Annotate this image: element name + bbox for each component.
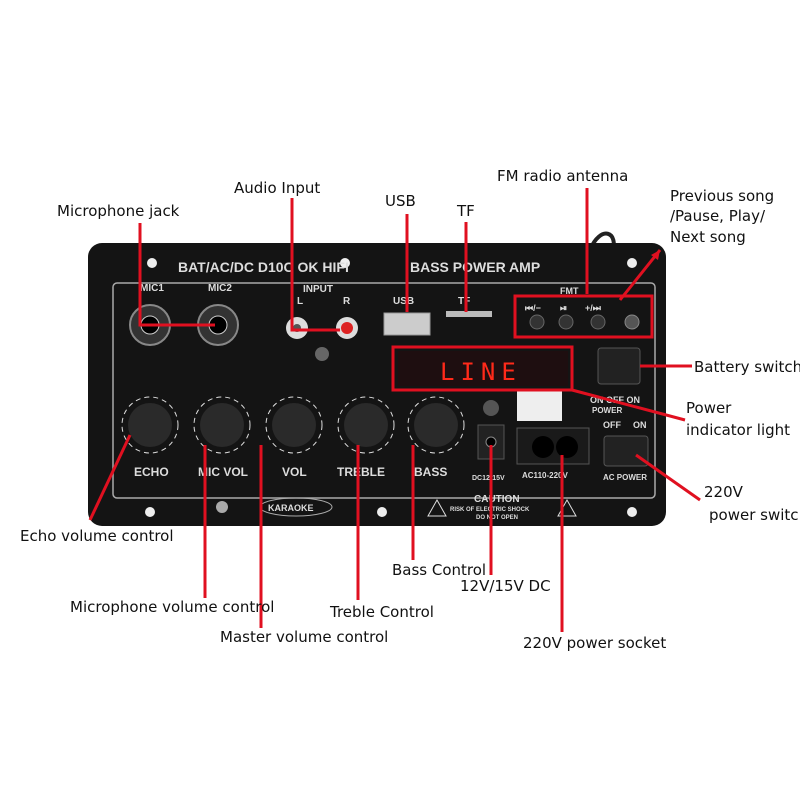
treble-knob-label: TREBLE <box>337 465 385 479</box>
input-label: INPUT <box>303 284 333 295</box>
label-tf: TF <box>456 202 475 220</box>
input-r-label: R <box>343 296 351 307</box>
label-switch-2: power switc <box>709 506 799 524</box>
label-treble: Treble Control <box>329 603 434 621</box>
label-power-1: Power <box>686 399 732 417</box>
screw-icon <box>315 347 329 361</box>
label-socket: 220V power socket <box>523 634 666 652</box>
arrow-head-icon <box>651 250 660 260</box>
usb-port[interactable] <box>383 312 431 336</box>
bass-knob-label: BASS <box>414 465 447 479</box>
prev-button[interactable] <box>529 314 545 330</box>
off-label: OFF <box>603 420 621 430</box>
panel-border <box>112 282 656 499</box>
tf-slot-label: TF <box>458 296 470 307</box>
screw-icon <box>483 400 499 416</box>
next-button-label: +/⏭ <box>585 303 602 313</box>
ac-label: AC110-220V <box>522 471 568 480</box>
fmt-label: FMT <box>560 286 579 296</box>
rca-right-jack[interactable] <box>336 317 358 339</box>
play-button-label: ⏯ <box>560 303 567 313</box>
echo-knob-label: ECHO <box>134 465 169 479</box>
label-audio-input: Audio Input <box>234 179 320 197</box>
power-label: POWER <box>592 406 622 415</box>
next-button[interactable] <box>590 314 606 330</box>
mic-vol-knob-label: MIC VOL <box>198 465 248 479</box>
led-display <box>398 351 568 386</box>
caution-text-2: DO NOT OPEN <box>476 515 518 521</box>
vol-knob-label: VOL <box>282 465 307 479</box>
rca-left-jack[interactable] <box>286 317 308 339</box>
battery-switch[interactable] <box>597 347 641 385</box>
annotation-lines <box>88 188 701 632</box>
label-mic-vol: Microphone volume control <box>70 598 274 616</box>
label-battery-switch: Battery switch <box>694 358 800 376</box>
input-l-label: L <box>297 296 303 307</box>
mic2-jack[interactable] <box>197 304 239 346</box>
fm-antenna-screw <box>624 314 640 330</box>
echo-knob[interactable] <box>121 396 179 454</box>
label-usb: USB <box>385 192 416 210</box>
microphone-icon <box>216 501 228 513</box>
panel-title-left: BAT/AC/DC D10C OK HIFI <box>178 259 349 275</box>
label-dc: 12V/15V DC <box>460 577 551 595</box>
on-label: ON <box>633 420 647 430</box>
label-song-3: Next song <box>670 228 746 246</box>
caution-label: CAUTION <box>474 494 520 505</box>
label-switch-1: 220V <box>704 483 744 501</box>
tf-slot[interactable] <box>446 311 492 317</box>
label-mic-jack: Microphone jack <box>57 202 180 220</box>
ac-power-switch[interactable] <box>603 435 649 467</box>
label-bass: Bass Control <box>392 561 486 579</box>
mount-holes <box>145 258 637 517</box>
label-song-2: /Pause, Play/ <box>670 207 766 225</box>
mic1-label: MIC1 <box>140 283 164 294</box>
usb-port-label: USB <box>393 296 414 307</box>
vol-knob[interactable] <box>265 396 323 454</box>
dc-label: DC12-15V <box>472 475 505 482</box>
amplifier-panel <box>88 243 666 526</box>
label-master-vol: Master volume control <box>220 628 388 646</box>
label-fm-antenna: FM radio antenna <box>497 167 628 185</box>
mic2-label: MIC2 <box>208 283 232 294</box>
bass-knob[interactable] <box>407 396 465 454</box>
display-text: LINE <box>440 358 522 386</box>
prev-button-label: ⏮/− <box>525 303 541 313</box>
battery-logo <box>517 391 562 421</box>
panel-title-right: BASS POWER AMP <box>410 259 540 275</box>
label-power-2: indicator light <box>686 421 790 439</box>
ac-power-label: AC POWER <box>603 473 647 482</box>
label-song-1: Previous song <box>670 187 774 205</box>
mic-vol-knob[interactable] <box>193 396 251 454</box>
label-echo: Echo volume control <box>20 527 174 545</box>
karaoke-label: KARAOKE <box>268 503 314 513</box>
treble-knob[interactable] <box>337 396 395 454</box>
play-pause-button[interactable] <box>558 314 574 330</box>
